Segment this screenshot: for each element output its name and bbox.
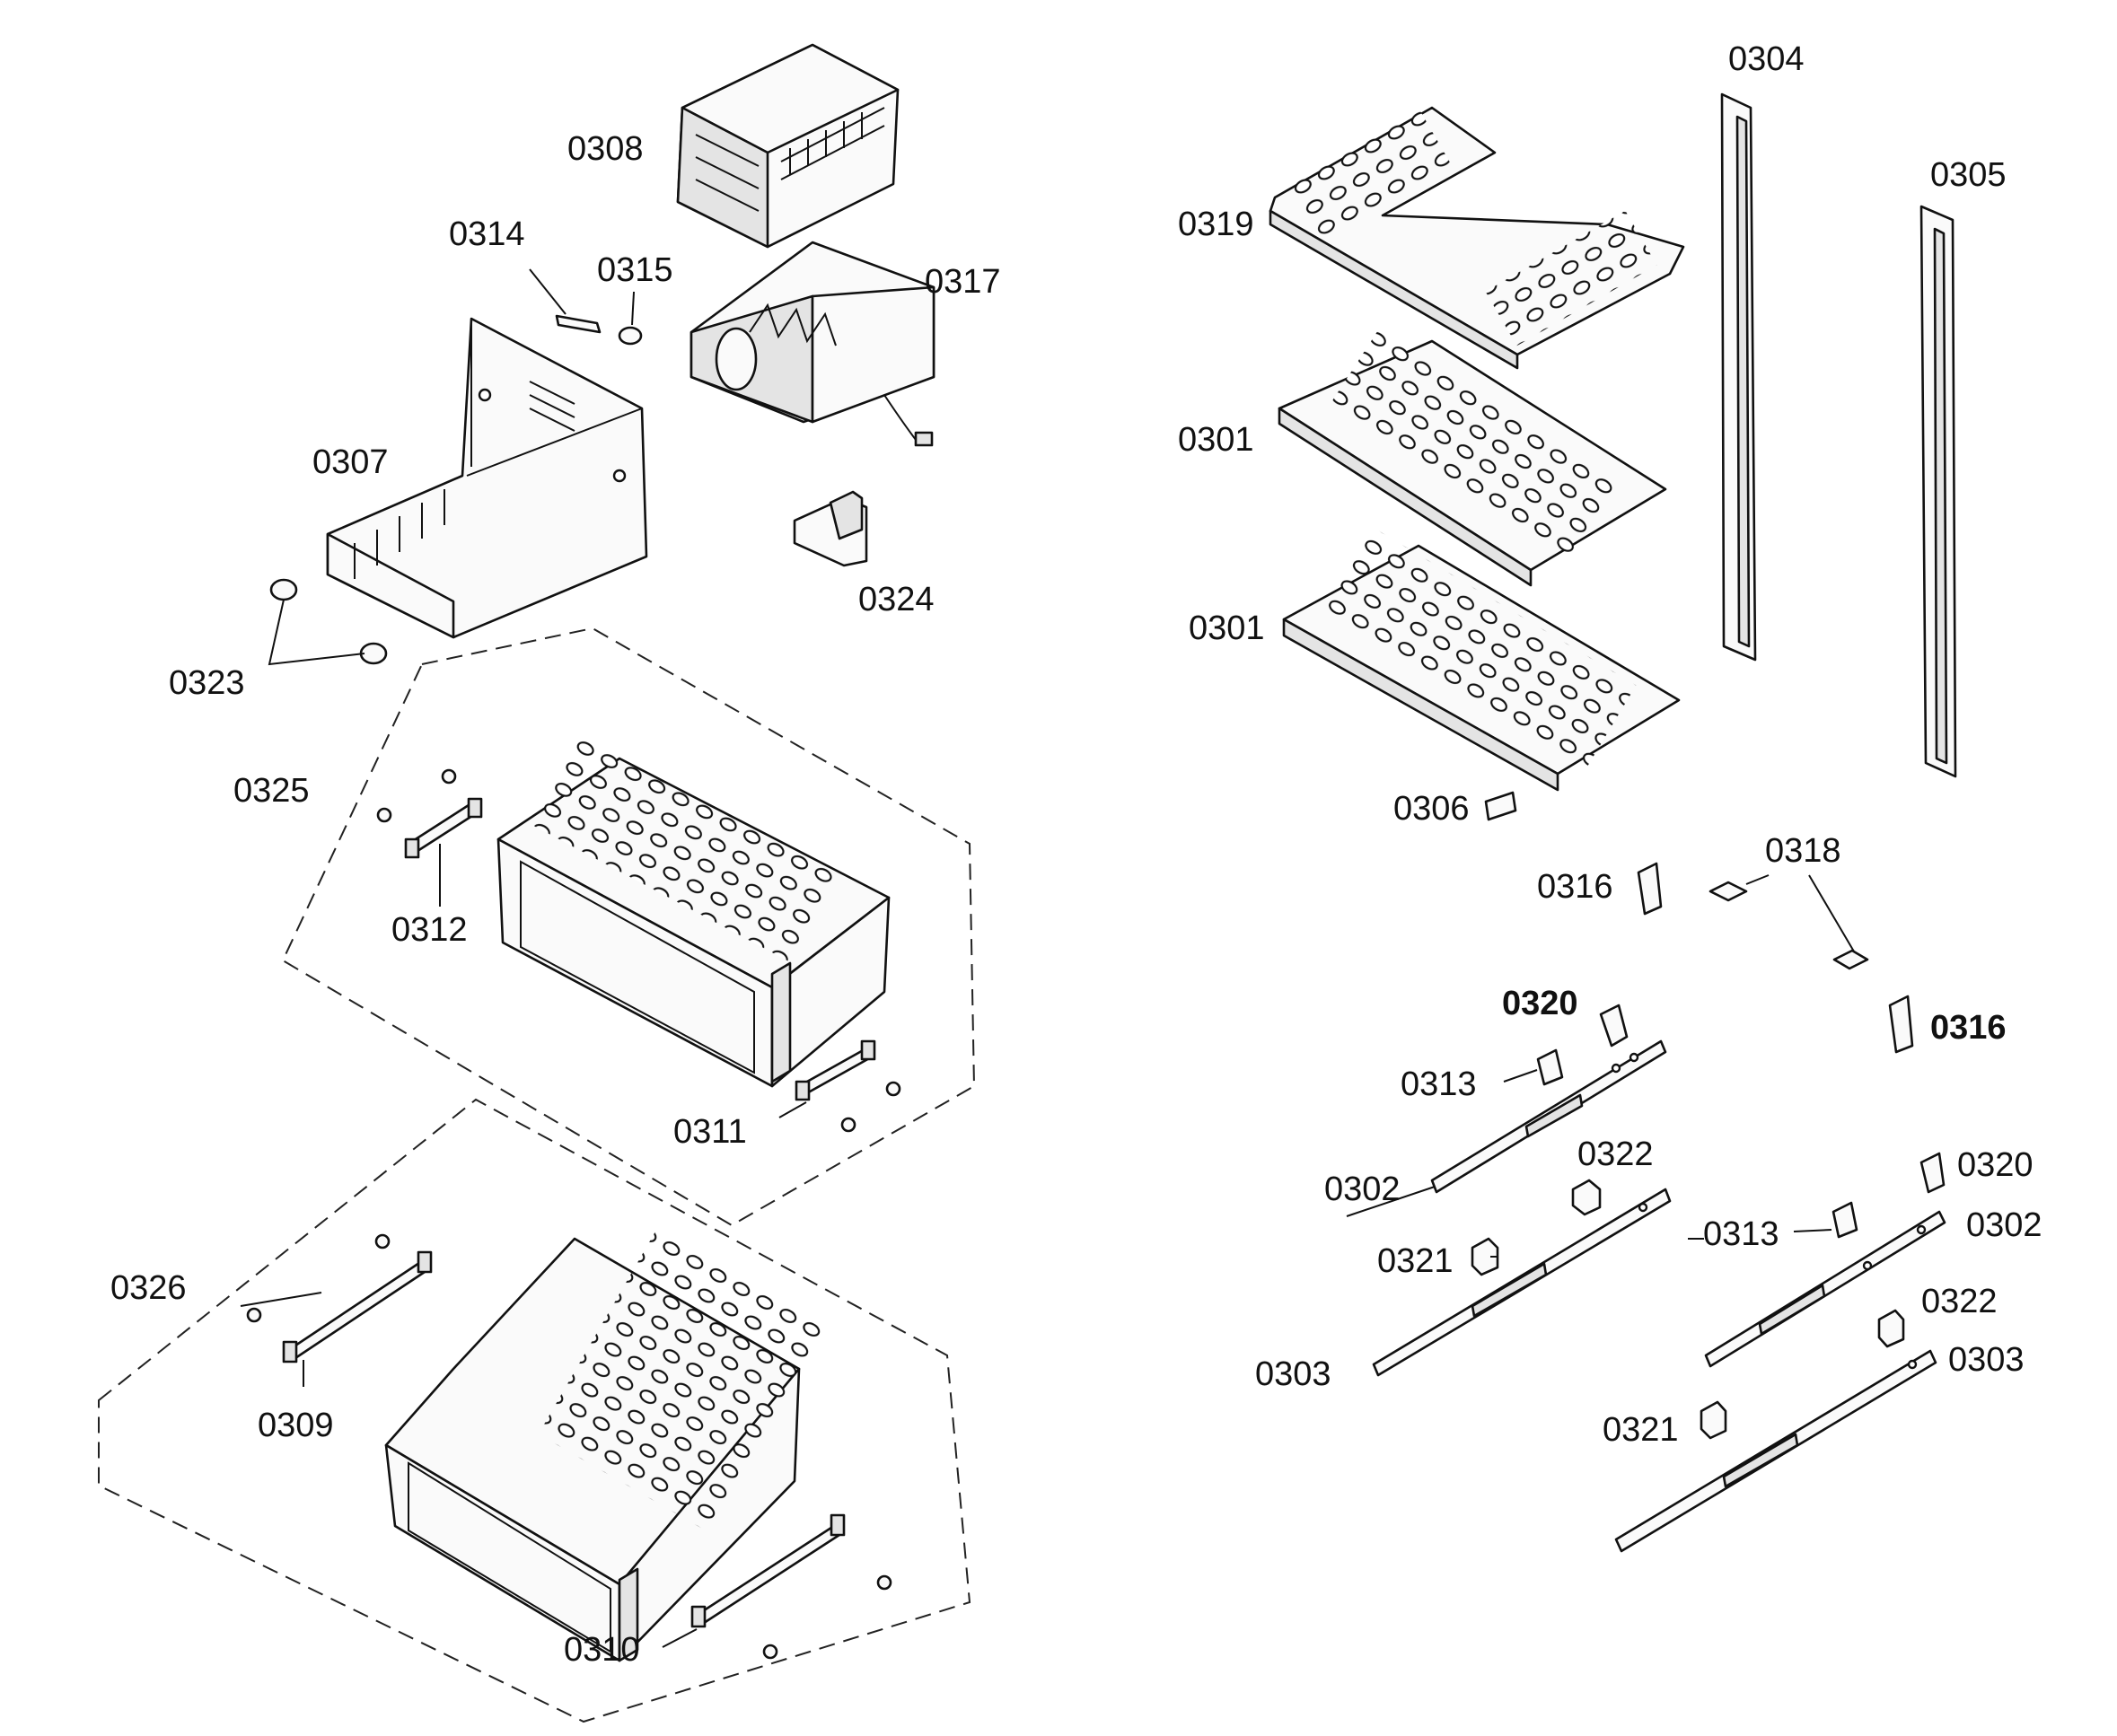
label-0320-upper: 0320 <box>1502 985 1578 1022</box>
label-0324: 0324 <box>858 581 935 618</box>
lower-basket <box>384 1232 827 1662</box>
cap-0321-a <box>1471 1237 1499 1276</box>
pad-0318-b <box>1832 949 1869 970</box>
slide-0302-upper <box>1430 1039 1667 1194</box>
label-0320-lower: 0320 <box>1957 1146 2034 1184</box>
slide-0302-lower <box>1704 1210 1946 1368</box>
label-0313-lower: 0313 <box>1703 1215 1779 1253</box>
slide-0303-lower <box>1614 1349 1937 1553</box>
cap-0321-b <box>1700 1400 1727 1440</box>
rail-0309 <box>282 1250 433 1387</box>
label-0305: 0305 <box>1930 156 2007 194</box>
label-0310: 0310 <box>564 1631 640 1669</box>
strip-0314 <box>555 314 602 334</box>
label-0322-upper: 0322 <box>1577 1135 1654 1173</box>
block-0306 <box>1484 791 1517 821</box>
housing-0307 <box>326 317 648 639</box>
upper-basket <box>496 728 891 1088</box>
clip-0316-upper <box>1637 862 1663 916</box>
label-0311: 0311 <box>673 1113 747 1151</box>
cap-0320-a <box>1599 1004 1629 1048</box>
leader-lines <box>240 268 1704 1307</box>
label-0315: 0315 <box>597 251 673 289</box>
label-0307: 0307 <box>312 443 389 481</box>
shelf-0301-lower <box>1282 528 1681 792</box>
label-0306: 0306 <box>1393 790 1470 828</box>
label-0301-lower: 0301 <box>1189 609 1265 647</box>
shelf-0319 <box>1269 106 1685 370</box>
labels: 0304 0305 0308 0319 0314 0315 0317 0301 … <box>110 40 2042 1669</box>
cap-0322-a <box>1571 1179 1602 1216</box>
label-0304: 0304 <box>1728 40 1805 78</box>
bumpers-0323 <box>268 578 388 666</box>
block-0313-b <box>1832 1201 1858 1239</box>
label-0321-lower: 0321 <box>1603 1411 1679 1449</box>
rail-0312 <box>404 797 483 907</box>
label-0308: 0308 <box>567 130 644 168</box>
screws-lower <box>246 1233 892 1660</box>
shelf-0301-upper <box>1278 325 1667 587</box>
label-0309: 0309 <box>258 1407 334 1444</box>
slide-0303-upper <box>1372 1188 1672 1377</box>
label-0325: 0325 <box>233 772 310 810</box>
label-0313-upper: 0313 <box>1401 1065 1477 1103</box>
cap-0322-b <box>1877 1309 1905 1348</box>
label-0303-upper: 0303 <box>1255 1355 1331 1393</box>
label-0323: 0323 <box>169 664 245 702</box>
label-0301-upper: 0301 <box>1178 421 1254 459</box>
label-0314: 0314 <box>449 215 525 253</box>
assembly-outline-0326 <box>98 1098 971 1723</box>
label-0316-lower: 0316 <box>1930 1009 2007 1047</box>
ice-bin-0308 <box>676 43 900 249</box>
rail-0310 <box>662 1513 846 1648</box>
label-0319: 0319 <box>1178 206 1254 243</box>
ice-maker-0317 <box>690 241 936 447</box>
rail-0311 <box>778 1039 876 1118</box>
label-0302-lower: 0302 <box>1966 1206 2042 1244</box>
label-0321-upper: 0321 <box>1377 1242 1454 1280</box>
cap-0320-b <box>1919 1152 1946 1194</box>
label-0322-lower: 0322 <box>1921 1283 1998 1320</box>
label-0303-lower: 0303 <box>1948 1341 2025 1379</box>
rail-0304 <box>1720 92 1757 662</box>
label-0326: 0326 <box>110 1269 187 1307</box>
label-0312: 0312 <box>391 911 468 949</box>
label-0317: 0317 <box>925 263 1001 301</box>
screws-upper <box>376 768 901 1133</box>
bracket-0324 <box>793 490 868 567</box>
pad-0318-a <box>1709 881 1748 902</box>
rail-0305 <box>1919 205 1957 778</box>
ring-0315 <box>618 326 643 346</box>
label-0316-upper: 0316 <box>1537 868 1613 906</box>
block-0313-a <box>1536 1048 1564 1086</box>
clip-0316-lower <box>1888 995 1914 1054</box>
label-0318: 0318 <box>1765 832 1841 870</box>
